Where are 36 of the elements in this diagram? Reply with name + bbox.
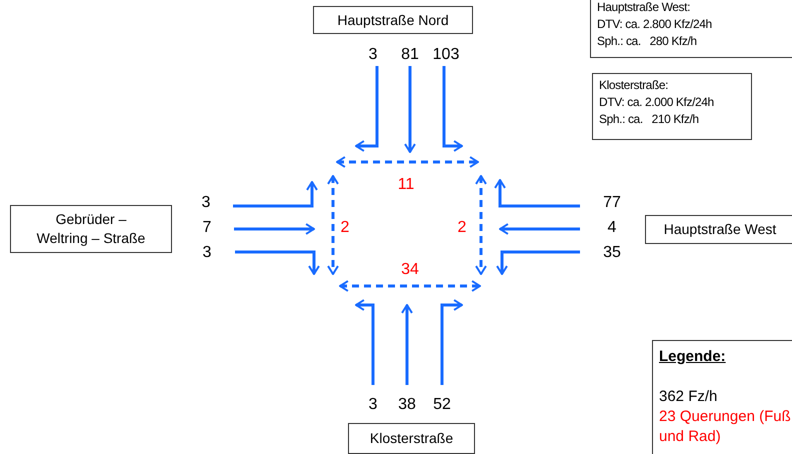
info-text: Klosterstraße: xyxy=(599,77,670,94)
legend-entry: 362 Fz/h xyxy=(659,387,718,407)
info-text: DTV: ca. 2.800 Kfz/24h xyxy=(597,16,713,33)
info-text: Sph.: ca. 210 Kfz/h xyxy=(599,111,700,128)
crossing-count: 11 xyxy=(398,176,414,194)
traffic-count: 3 xyxy=(202,194,210,212)
street-name-box xyxy=(313,6,473,34)
street-name-box xyxy=(348,423,475,454)
traffic-count: 3 xyxy=(202,244,212,262)
street-name: Hauptstraße Nord xyxy=(337,10,449,30)
traffic-count: 81 xyxy=(401,46,419,64)
traffic-info-box xyxy=(590,0,792,58)
legend-entry: 23 Querungen (Fuß und Rad) xyxy=(659,407,791,447)
street-name-box xyxy=(645,215,792,244)
traffic-count: 7 xyxy=(202,219,212,237)
traffic-count: 52 xyxy=(433,396,451,414)
traffic-count: 4 xyxy=(608,219,616,237)
street-name-box xyxy=(10,205,172,253)
traffic-count: 3 xyxy=(368,46,378,64)
info-text: DTV: ca. 2.000 Kfz/24h xyxy=(599,94,715,111)
legend-box xyxy=(652,340,792,454)
crossing-count: 34 xyxy=(401,261,419,279)
info-text: Hauptstraße West: xyxy=(597,0,692,16)
traffic-info-box xyxy=(592,73,752,140)
traffic-count: 35 xyxy=(603,244,621,262)
traffic-count: 77 xyxy=(603,194,621,212)
traffic-count: 38 xyxy=(398,396,416,414)
crossing-count: 2 xyxy=(458,219,466,237)
street-name: Hauptstraße West xyxy=(664,220,776,239)
legend-title: Legende: xyxy=(659,347,726,367)
street-name: Klosterstraße xyxy=(370,429,454,448)
traffic-count: 3 xyxy=(368,396,378,414)
street-name: Gebrüder – Weltring – Straße xyxy=(36,210,146,248)
crossing-count: 2 xyxy=(340,219,350,237)
traffic-count: 103 xyxy=(432,46,460,64)
info-text: Sph.: ca. 280 Kfz/h xyxy=(597,33,698,50)
